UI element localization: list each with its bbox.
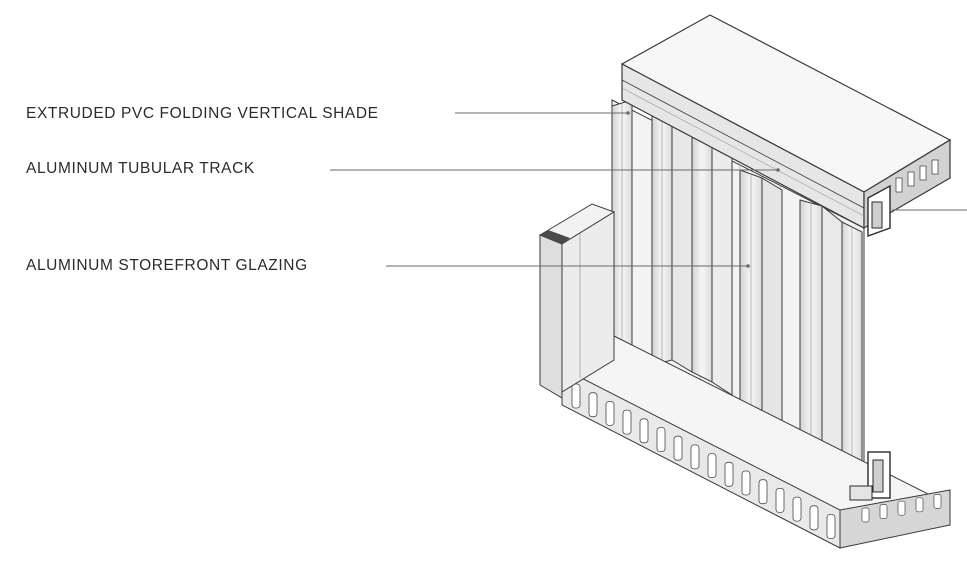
slab-void-cell: [809, 505, 819, 531]
slab-void-cell: [622, 409, 632, 435]
slab-void-cell: [673, 435, 683, 461]
shade-slat: [691, 125, 713, 383]
leader-dot-track: [776, 168, 780, 172]
header-end-cells: [895, 159, 939, 193]
slab-void-cell: [792, 496, 802, 522]
callout-aluminum-tubular-track: ALUMINUM TUBULAR TRACK: [26, 160, 255, 177]
slab-void-cell: [571, 383, 581, 409]
slab-void-cell: [690, 444, 700, 470]
slab-void-cells: [571, 383, 942, 539]
sill-mullion-profile: [849, 451, 891, 501]
slab-void-cell: [639, 418, 649, 444]
slab-void-cell: [741, 470, 751, 496]
shade-slat: [671, 111, 693, 373]
slab-void-cell: [826, 514, 836, 539]
slab-void-cell: [707, 453, 717, 479]
leader-dot-shade: [626, 111, 630, 115]
slab-void-cell: [861, 507, 870, 523]
shade-slat: [821, 204, 843, 461]
leader-dot-glazing: [746, 264, 750, 268]
leader-lines: [330, 111, 967, 268]
slab-void-cell: [897, 500, 906, 516]
slab-void-cell: [758, 479, 768, 505]
shade-slat: [711, 139, 733, 396]
slab-void-cell: [656, 427, 666, 452]
partition-wall: [538, 203, 616, 399]
tubular-track-header: [620, 14, 952, 237]
shade-slat: [761, 177, 783, 429]
callout-extruded-pvc-shade: EXTRUDED PVC FOLDING VERTICAL SHADE: [26, 105, 379, 122]
slab-void-cell: [588, 392, 598, 418]
slab-void-cell: [605, 400, 615, 426]
slab-void-cell: [724, 461, 734, 487]
slab-void-cell: [933, 494, 942, 509]
slab-void-cell: [879, 504, 888, 519]
slab-void-cell: [775, 487, 785, 513]
callout-aluminum-storefront-glazing: ALUMINUM STOREFRONT GLAZING: [26, 257, 308, 274]
slab-void-cell: [915, 497, 924, 513]
